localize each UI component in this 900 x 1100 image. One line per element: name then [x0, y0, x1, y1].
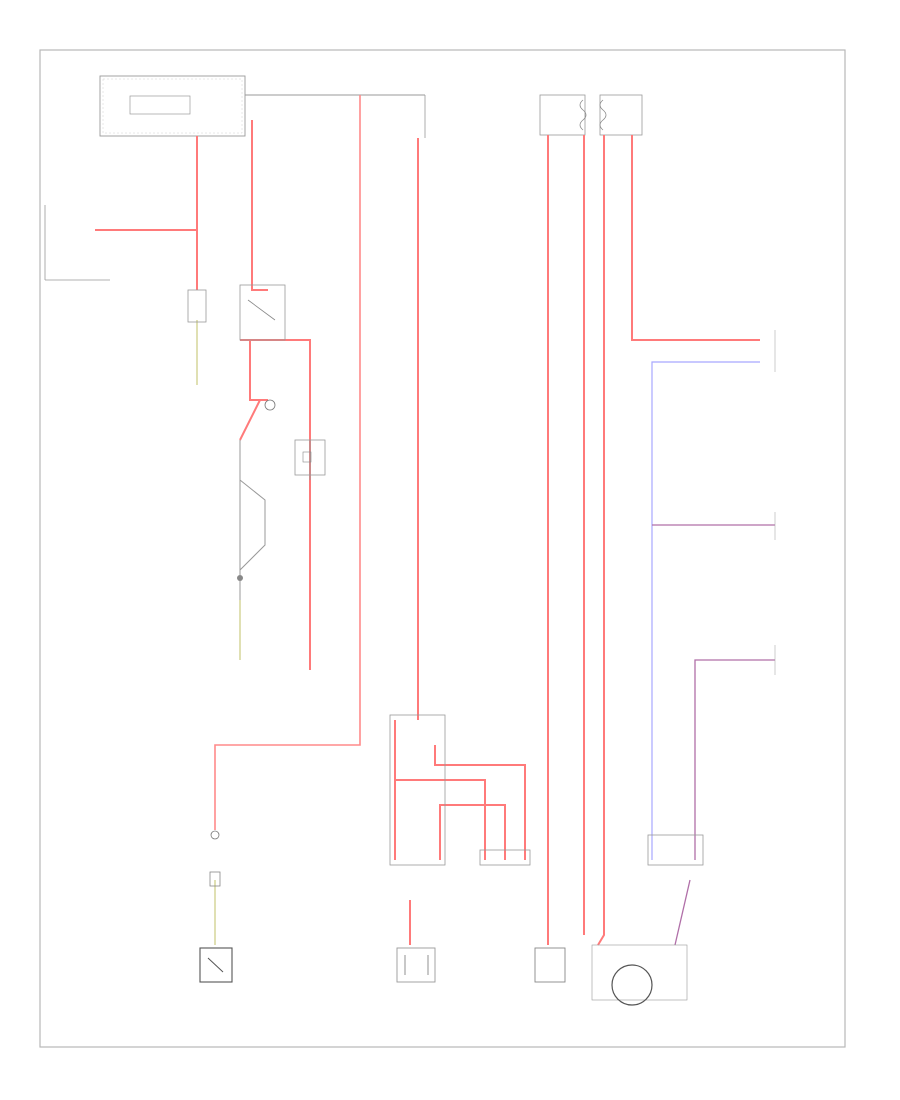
diagram-frame [39, 49, 846, 1048]
diode-box [294, 439, 326, 476]
relay-block-left [239, 284, 286, 341]
center-relay-block [389, 714, 531, 866]
top-left-junction-box [99, 75, 246, 137]
wires-right-blue [651, 361, 760, 860]
generator-component [591, 944, 688, 1006]
wires-right-purple [652, 524, 775, 946]
wires-left-gray [239, 440, 311, 600]
starter-component [534, 947, 566, 983]
fuse-small-left [187, 289, 207, 323]
relay-coil-mid [264, 399, 276, 411]
wires-right-red [547, 135, 760, 946]
right-connector-block [647, 834, 704, 866]
wires-center-red [394, 138, 526, 945]
battery-switch-component [199, 830, 233, 983]
power-distribution-center [245, 94, 426, 138]
ground-point-left [237, 575, 243, 581]
fuse-relay-box-right [539, 94, 643, 136]
wires-left-yellow [196, 320, 241, 660]
wires-battery-red [214, 95, 361, 830]
left-switch-bracket [44, 205, 110, 281]
center-connector [396, 947, 436, 983]
wires-left-red [95, 120, 311, 670]
